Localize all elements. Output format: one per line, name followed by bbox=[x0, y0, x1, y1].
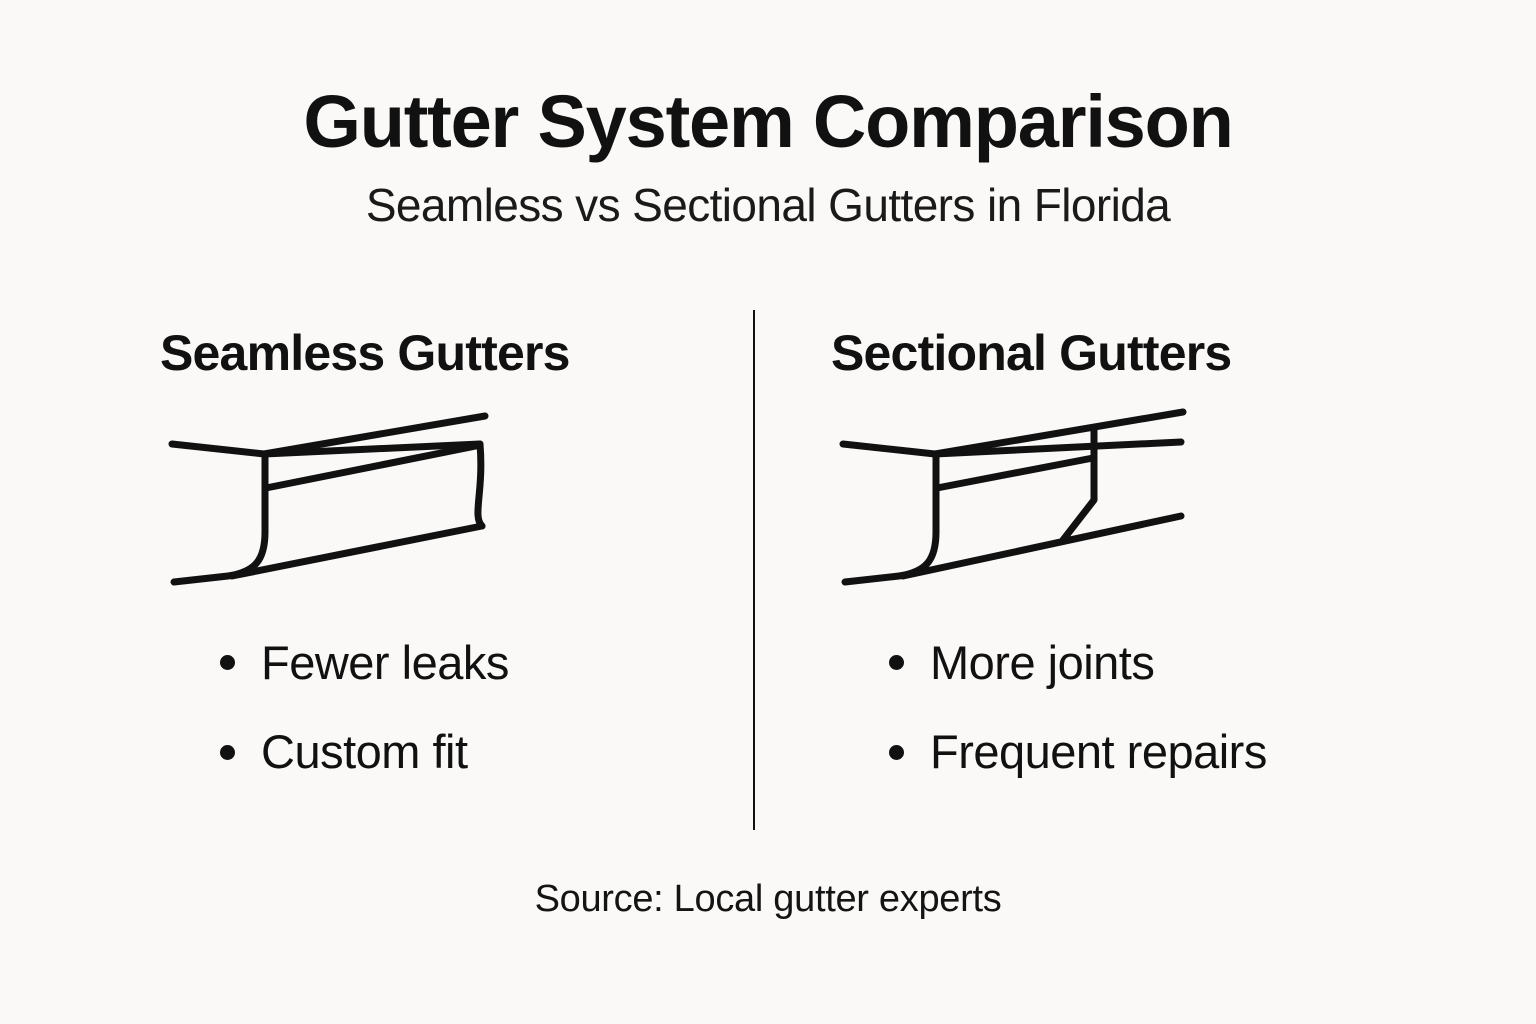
bullet-label: Frequent repairs bbox=[930, 725, 1267, 779]
bullet-list-sectional: More joints Frequent repairs bbox=[889, 638, 1468, 777]
list-item: Frequent repairs bbox=[889, 725, 1468, 779]
list-item: Fewer leaks bbox=[220, 638, 713, 687]
column-heading-seamless: Seamless Gutters bbox=[160, 325, 570, 381]
bullet-dot-icon bbox=[220, 744, 235, 760]
bullet-dot-icon bbox=[889, 744, 904, 760]
column-sectional: Sectional Gutters bbox=[755, 310, 1508, 830]
bullet-list-seamless: Fewer leaks Custom fit bbox=[220, 638, 713, 777]
comparison-columns: Seamless Gutters bbox=[0, 310, 1536, 830]
bullet-label: Custom fit bbox=[261, 725, 468, 779]
bullet-dot-icon bbox=[889, 655, 904, 671]
bullet-dot-icon bbox=[220, 655, 235, 671]
bullet-label: More joints bbox=[930, 636, 1155, 689]
header: Gutter System Comparison Seamless vs Sec… bbox=[0, 84, 1536, 230]
bullet-label: Fewer leaks bbox=[261, 636, 509, 689]
column-heading-sectional: Sectional Gutters bbox=[831, 325, 1232, 381]
sectional-gutter-illustration bbox=[831, 400, 1468, 600]
source-caption: Source: Local gutter experts bbox=[534, 878, 1002, 920]
page-title: Gutter System Comparison bbox=[303, 80, 1234, 163]
list-item: More joints bbox=[889, 638, 1468, 687]
page-subtitle: Seamless vs Sectional Gutters in Florida bbox=[365, 179, 1171, 232]
column-divider bbox=[753, 310, 755, 830]
list-item: Custom fit bbox=[220, 725, 713, 779]
column-seamless: Seamless Gutters bbox=[0, 310, 753, 830]
seamless-gutter-illustration bbox=[160, 400, 713, 600]
